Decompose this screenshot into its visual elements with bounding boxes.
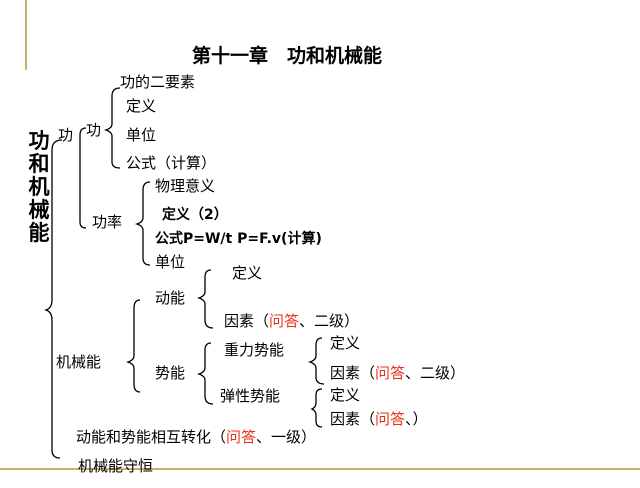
kinetic-def: 定义 <box>232 264 263 282</box>
work-item: 公式（计算） <box>126 154 217 172</box>
potential-node: 势能 <box>155 364 186 382</box>
elastic-brace <box>310 388 323 428</box>
work-item: 单位 <box>126 126 157 144</box>
gravity-def: 定义 <box>330 334 361 352</box>
root-char: 功 <box>28 130 50 153</box>
gravity-node: 重力势能 <box>224 341 285 359</box>
root-brace <box>43 139 63 459</box>
elastic-factor: 因素（问答、） <box>330 410 428 428</box>
conservation-node: 机械能守恒 <box>78 457 154 475</box>
root-char: 械 <box>28 198 50 222</box>
work-sub-node: 功 <box>86 121 102 139</box>
work-brace <box>79 127 87 229</box>
kinetic-factor: 因素（问答、二级） <box>224 312 360 330</box>
decorative-horizontal-rule <box>0 468 640 470</box>
root-char: 和 <box>28 152 50 176</box>
work-node: 功 <box>58 126 74 144</box>
root-char: 能 <box>28 221 50 245</box>
elastic-def: 定义 <box>330 386 361 404</box>
work-item: 功的二要素 <box>120 73 196 91</box>
conversion-node: 动能和势能相互转化（问答、一级） <box>76 428 317 446</box>
page-title: 第十一章 功和机械能 <box>192 45 383 67</box>
power-item: 定义（2） <box>162 207 228 223</box>
elastic-node: 弹性势能 <box>220 387 281 405</box>
mech-node: 机械能 <box>56 353 102 371</box>
work-item: 定义 <box>126 97 157 115</box>
decorative-vertical-rule <box>25 0 27 70</box>
gravity-factor: 因素（问答、二级） <box>330 364 466 382</box>
power-item: 物理意义 <box>155 177 216 195</box>
power-item: 公式P=W/t P=F.v(计算) <box>155 231 322 247</box>
root-node: 功 和 机 械 能 <box>27 130 51 248</box>
root-char: 机 <box>28 175 50 199</box>
power-node: 功率 <box>92 213 123 231</box>
kinetic-node: 动能 <box>155 289 186 307</box>
power-brace <box>134 181 151 266</box>
gravity-brace <box>307 337 325 385</box>
work-sub-brace <box>103 87 121 169</box>
potential-brace <box>196 342 214 405</box>
kinetic-brace <box>196 269 214 329</box>
power-item: 单位 <box>155 253 186 271</box>
mech-brace <box>125 299 141 393</box>
